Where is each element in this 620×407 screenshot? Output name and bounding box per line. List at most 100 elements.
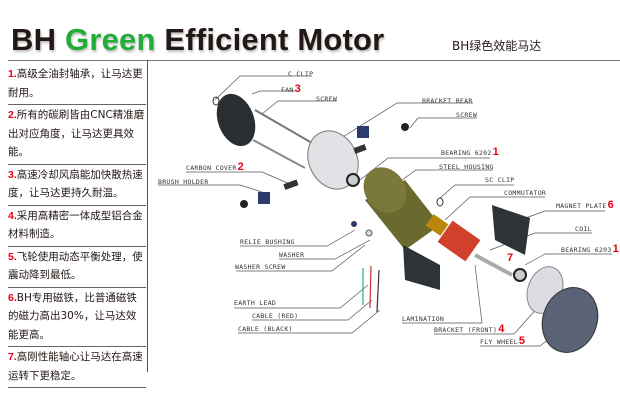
feature-text: 高速冷却风扇能加快散热速度，让马达更持久耐温。 [8, 168, 143, 200]
part-number: 6 [607, 199, 614, 211]
part-label-text: STEEL HOUSING [439, 163, 494, 171]
part-label-sc-clip: SC CLIP [485, 176, 515, 184]
part-label-washer-screw: WASHER SCREW [235, 263, 286, 271]
part-number: 5 [518, 335, 526, 347]
feature-item: 4.采用高精密一体成型铝合金材料制造。 [8, 206, 146, 247]
feature-text: BH专用磁铁，比普通磁铁的磁力高出30%，让马达效能更高。 [8, 291, 137, 341]
shaft-shape [474, 253, 513, 277]
part-label-text: EARTH LEAD [234, 299, 277, 307]
feature-number: 6. [8, 291, 17, 304]
part-label-text: BRACKET (FRONT) [434, 326, 498, 334]
part-label-steel-housing: STEEL HOUSING [439, 163, 494, 171]
title-green: Green [65, 22, 156, 57]
part-label-cable-red: CABLE (RED) [252, 312, 298, 320]
part-number: 1 [612, 243, 619, 255]
part-label-text: SCREW [456, 111, 478, 119]
bushing-shape [351, 221, 357, 227]
part-label-bearing-6202: BEARING 62021 [441, 146, 499, 158]
feature-number: 1. [8, 68, 17, 80]
brush-cap-shape [240, 200, 248, 208]
part-label-coil: COIL [575, 225, 592, 233]
part-label-lamination: LAMINATION [402, 315, 444, 323]
part-label-cable-black: CABLE (BLACK) [238, 325, 293, 333]
feature-item: 1.高级全油封轴承，让马达更耐用。 [8, 64, 146, 105]
title-suffix: Efficient Motor [155, 22, 385, 57]
part-label-text: COIL [575, 225, 592, 233]
exploded-motor-diagram [158, 75, 612, 353]
part-label-text: FLY WHEEL [480, 338, 518, 346]
commutator-shape [425, 214, 449, 236]
part-label-text: COMMUTATOR [504, 189, 547, 197]
part-label-text: BRACKET REAR [422, 97, 473, 105]
feature-text: 高刚性能轴心让马达在高速运转下更稳定。 [8, 351, 143, 382]
part-label-washer: WASHER [279, 251, 304, 259]
feature-item: 6.BH专用磁铁，比普通磁铁的磁力高出30%，让马达效能更高。 [8, 288, 146, 347]
part-label-text: RELIE BUSHING [240, 238, 295, 246]
feature-text: 所有的碳刷皆由CNC精准磨出对应角度，让马达更具效能。 [8, 109, 145, 158]
part-label-text: LAMINATION [402, 315, 445, 323]
screw-shape [252, 139, 306, 169]
carbon-cover-shape [283, 179, 299, 190]
part-label-bracket-rear: BRACKET REAR [422, 97, 473, 105]
cable-red-shape [369, 265, 372, 309]
feature-text: 高级全油封轴承，让马达更耐用。 [8, 68, 143, 99]
fly-wheel-shape [541, 287, 599, 353]
part-label-text: CABLE (RED) [252, 312, 299, 320]
sc-clip-shape [436, 197, 444, 207]
part-number: 1 [492, 146, 499, 158]
feature-item: 7.高刚性能轴心让马达在高速运转下更稳定。 [8, 347, 146, 388]
feature-number: 4. [8, 209, 17, 222]
brush-holder-shape [357, 126, 369, 138]
feature-item: 5.飞轮使用动态平衡处理，使震动降到最低。 [8, 247, 146, 288]
part-number: 3 [294, 83, 302, 95]
feature-item: 2.所有的碳刷皆由CNC精准磨出对应角度，让马达更具效能。 [8, 105, 146, 165]
magnet-plate-shape [492, 205, 530, 255]
feature-text: 飞轮使用动态平衡处理，使震动降到最低。 [8, 250, 143, 282]
part-number: 7 [507, 252, 514, 264]
title-prefix: BH [11, 22, 65, 57]
carbon-shape [353, 144, 367, 154]
screw-head-shape [401, 123, 409, 131]
c-clip-shape [212, 96, 220, 106]
part-label-text: SC CLIP [485, 176, 515, 184]
part-label-text: CARBON COVER [186, 164, 237, 172]
screw-shape [254, 109, 313, 144]
magnet-plate-shape [403, 245, 440, 290]
page-title: BH Green Efficient Motor [11, 22, 384, 58]
bearing-6203-shape [513, 268, 527, 282]
feature-list: 1.高级全油封轴承，让马达更耐用。 2.所有的碳刷皆由CNC精准磨出对应角度，让… [8, 64, 146, 388]
feature-number: 5. [8, 250, 17, 263]
part-label-commutator: COMMUTATOR [504, 189, 546, 197]
part-label-fly-wheel: FLY WHEEL5 [480, 335, 525, 347]
feature-number: 2. [8, 109, 17, 121]
part-label-text: C CLIP [288, 70, 314, 78]
part-label-bearing-6203: BEARING 62031 [561, 243, 619, 255]
part-label-text: MAGNET PLATE [556, 202, 607, 210]
part-label-text: WASHER [279, 251, 305, 259]
part-label-brush-holder: BRUSH HOLDER [158, 178, 209, 186]
part-label-text: BRUSH HOLDER [158, 178, 209, 186]
part-label-carbon-cover: CARBON COVER2 [186, 161, 244, 173]
feature-item: 3.高速冷却风扇能加快散热速度，让马达更持久耐温。 [8, 165, 146, 206]
feature-text: 采用高精密一体成型铝合金材料制造。 [8, 209, 143, 241]
shaft-number: 7 [506, 252, 513, 264]
part-label-text: WASHER SCREW [235, 263, 286, 271]
cable-black-shape [376, 269, 380, 313]
part-label-c-clip: C CLIP [288, 70, 313, 78]
part-label-screw-2: SCREW [456, 111, 477, 119]
part-shapes [212, 93, 599, 353]
feature-number: 3. [8, 168, 17, 181]
part-label-magnet-plate: MAGNET PLATE6 [556, 199, 614, 211]
part-label-fan: FAN3 [281, 83, 301, 95]
header-divider [8, 60, 620, 61]
part-number: 4 [498, 323, 505, 335]
part-label-relie-bushing: RELIE BUSHING [240, 238, 295, 246]
bearing-6202-shape [346, 173, 360, 187]
feature-number: 7. [8, 351, 17, 363]
column-divider [147, 60, 148, 372]
brush-holder-shape [258, 192, 270, 204]
part-label-text: BEARING 6202 [441, 149, 492, 157]
part-label-text: CABLE (BLACK) [238, 325, 293, 333]
part-label-screw: SCREW [316, 95, 337, 103]
fan-shape [216, 93, 256, 147]
